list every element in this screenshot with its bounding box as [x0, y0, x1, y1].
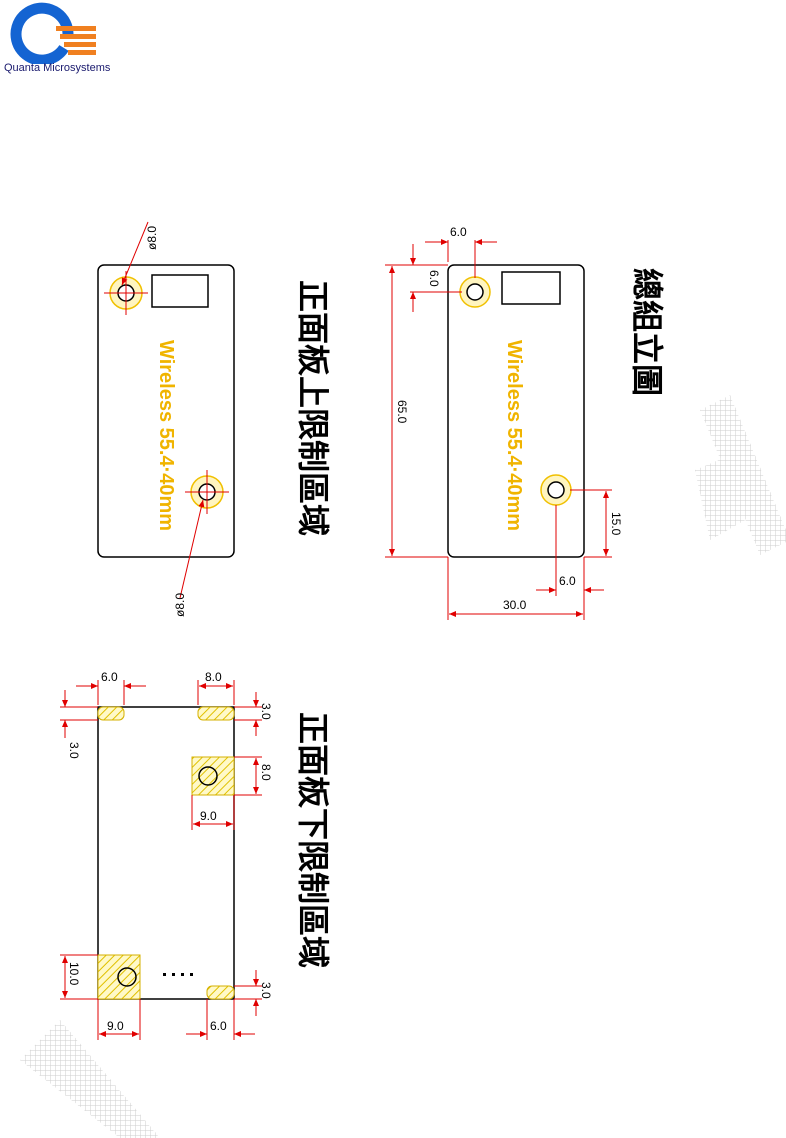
connector-outline	[152, 275, 208, 307]
dimension-label: 30.0	[503, 598, 527, 612]
dimension-label: 8.0	[205, 670, 222, 684]
dimension-label: 10.0	[67, 962, 81, 986]
keepout-area	[207, 986, 234, 999]
hole-diameter-label: ø8.0	[173, 593, 187, 617]
dimension-label: 6.0	[450, 225, 467, 239]
board-label: Wireless 55.4·40mm	[503, 340, 525, 531]
dimension-label: 8.0	[259, 764, 273, 781]
connector-outline	[502, 272, 560, 304]
dimension-label: 6.0	[210, 1019, 227, 1033]
mounting-hole	[460, 277, 490, 307]
dimension-label: 6.0	[427, 270, 441, 287]
board-top-view: ø8.0 ø8.0 Wireless 55.4·40mm 正面板上限制區域	[98, 222, 332, 617]
dimension-label: 6.0	[101, 670, 118, 684]
dimension-label: 3.0	[67, 742, 81, 759]
keepout-area	[98, 707, 124, 720]
dimension-label: 9.0	[200, 809, 217, 823]
dimension-label: 9.0	[107, 1019, 124, 1033]
board-bottom-view: 6.0 8.0 3.0 3.0 8.0 9.0 10	[60, 670, 332, 1040]
dimension-label: 15.0	[609, 512, 623, 536]
dimension-label: 65.0	[395, 400, 409, 424]
board-top-title: 正面板上限制區域	[294, 280, 332, 536]
keepout-area	[198, 707, 234, 720]
dimension-label: 6.0	[559, 574, 576, 588]
board-label: Wireless 55.4·40mm	[155, 340, 177, 531]
keepout-area	[98, 955, 140, 999]
mounting-hole	[541, 475, 571, 505]
board-bottom-title: 正面板下限制區域	[294, 712, 332, 968]
dimension-label: 3.0	[259, 703, 273, 720]
dimension-label: 3.0	[259, 982, 273, 999]
hole-diameter-label: ø8.0	[145, 226, 159, 250]
board-assembly-title: 總組立圖	[628, 268, 666, 396]
board-assembly-view: 6.0 6.0 65.0 15.0 6.0 30.0 Wireless 55.4…	[385, 225, 666, 620]
